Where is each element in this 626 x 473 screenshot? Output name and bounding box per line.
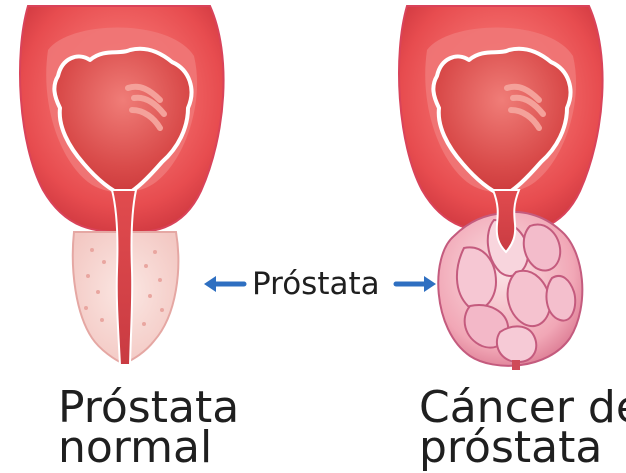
center-label-prostata: Próstata xyxy=(252,264,380,304)
normal-prostate-illustration xyxy=(20,6,224,365)
cancer-title-line-2: próstata xyxy=(419,426,602,470)
left-arrow xyxy=(204,276,244,292)
normal-title-line-2: normal xyxy=(58,426,212,470)
cancer-prostate-illustration xyxy=(399,6,603,370)
right-arrow xyxy=(396,276,436,292)
